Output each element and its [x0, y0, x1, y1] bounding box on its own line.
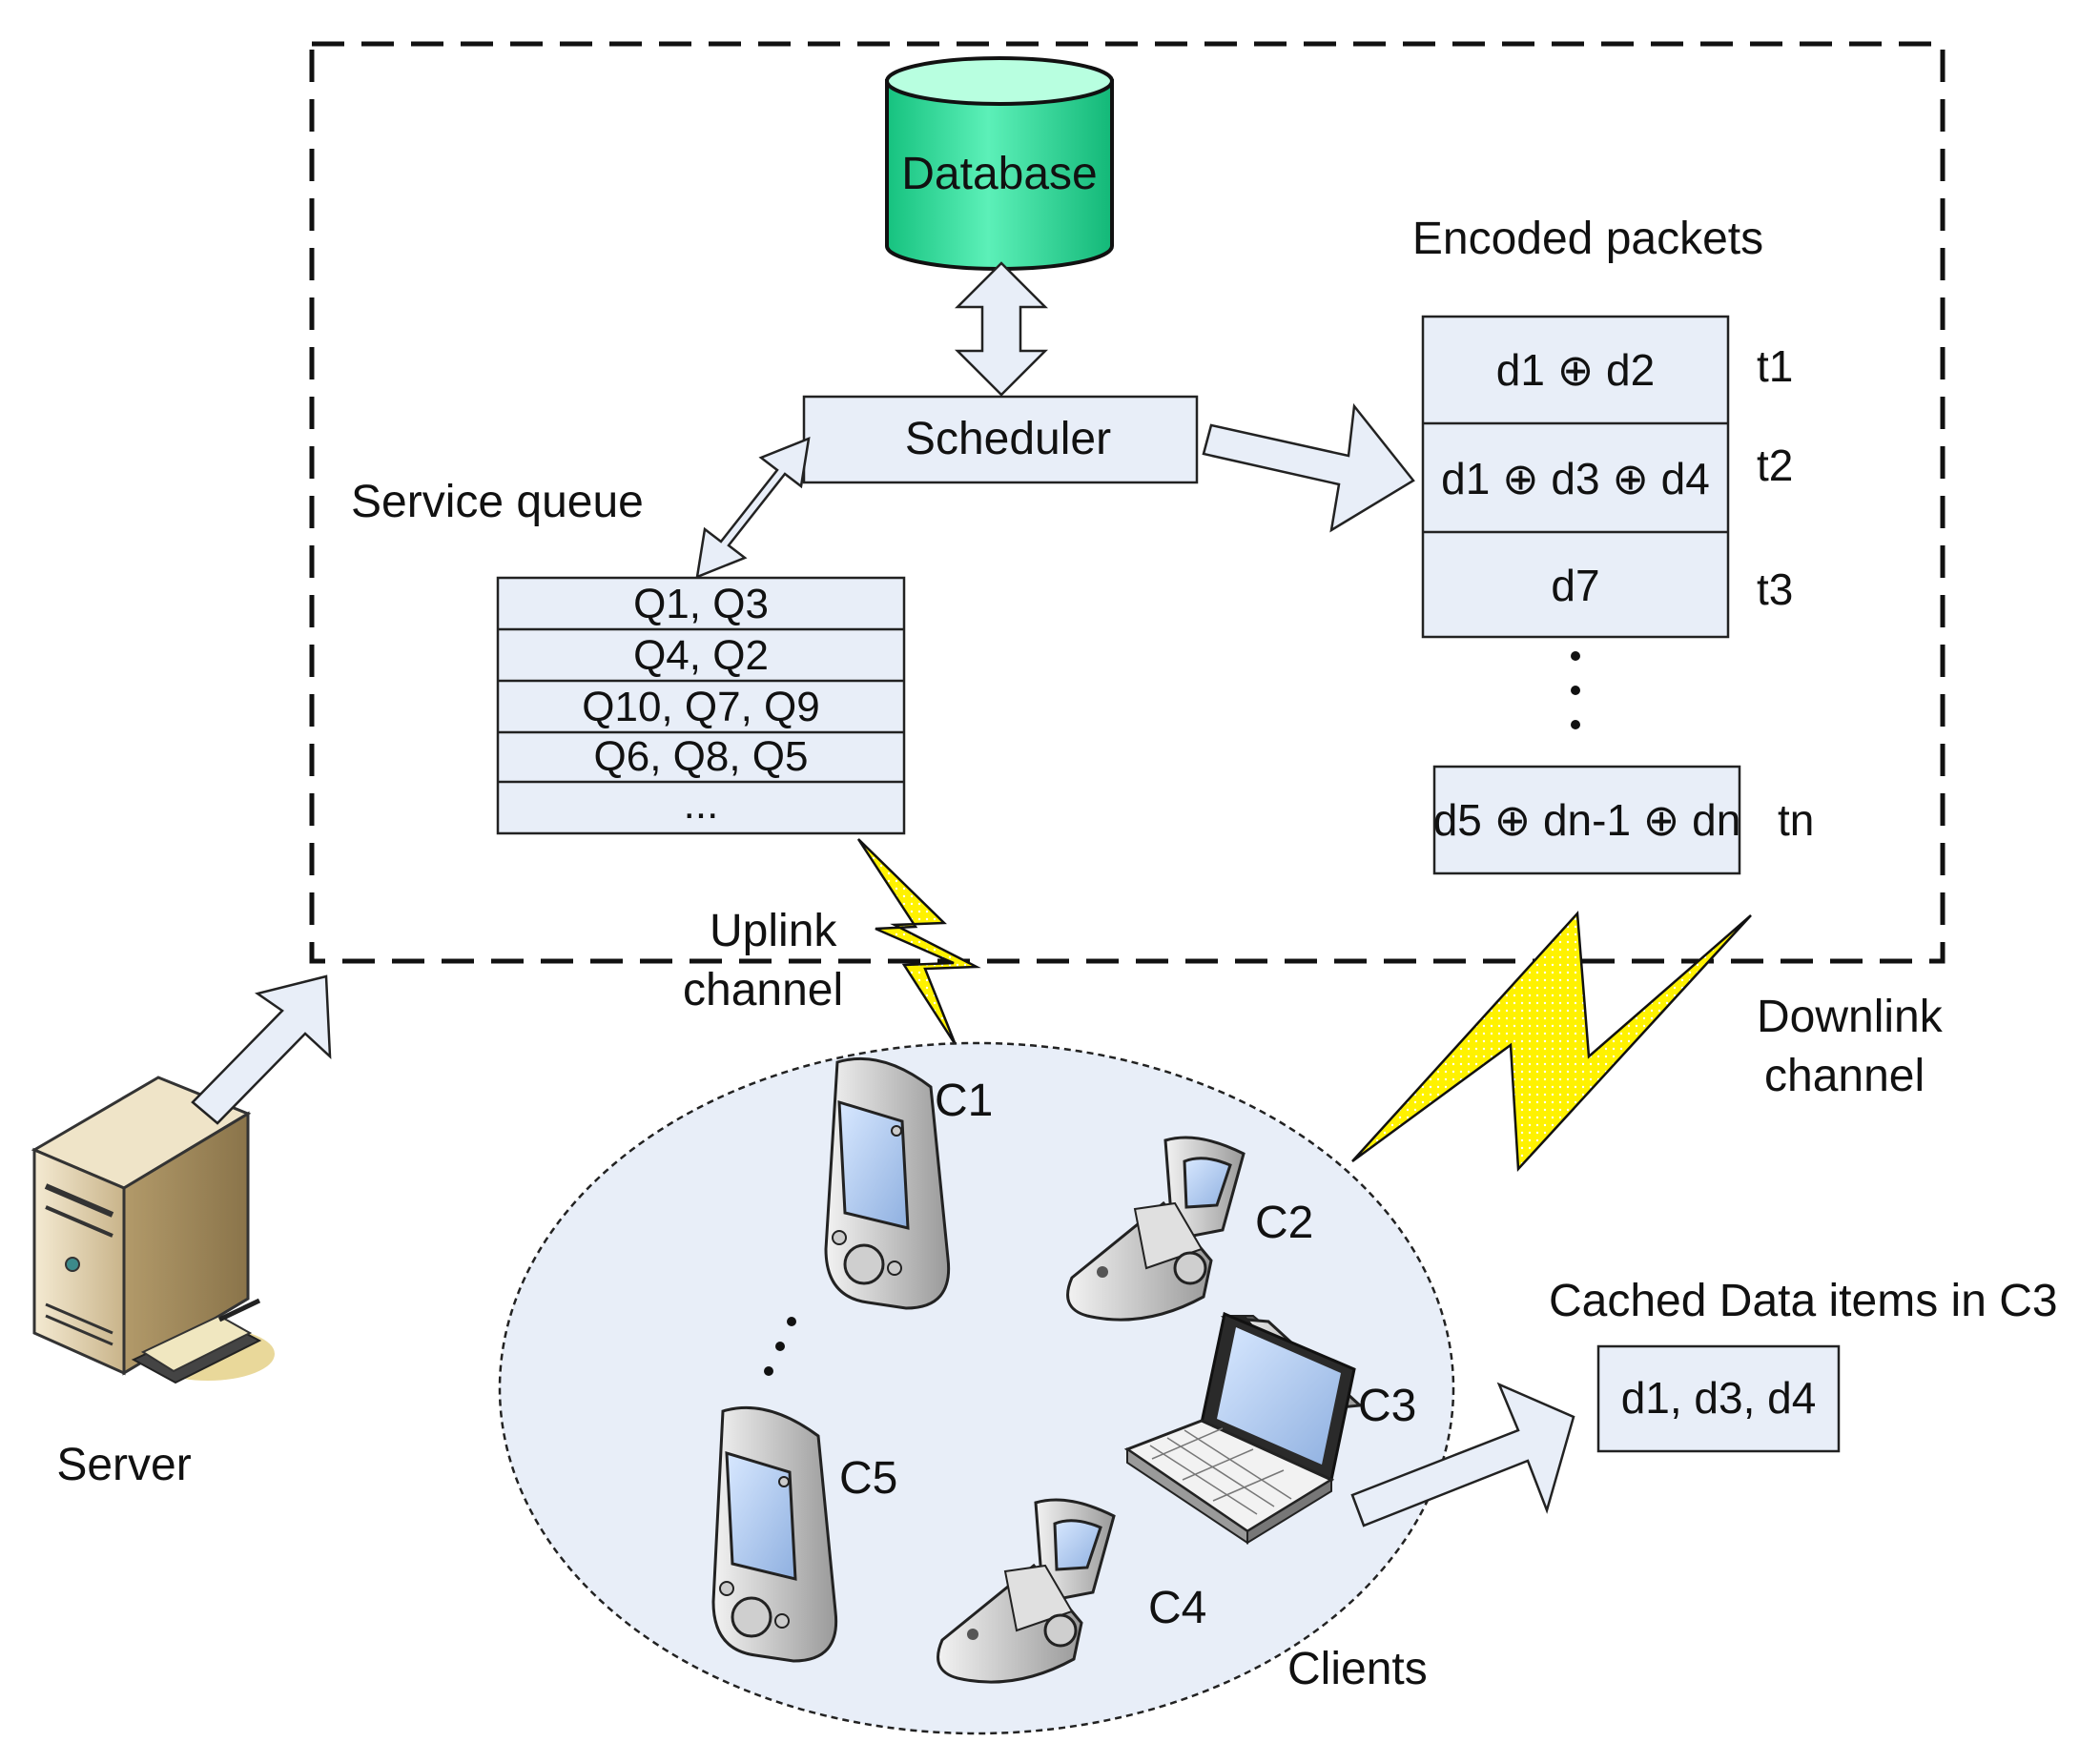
packets-ellipsis: [1571, 651, 1580, 729]
uplink-label-line1: Uplink: [710, 906, 837, 956]
queue-row-4: Q6, Q8, Q5: [594, 733, 809, 780]
server-uplink-arrow: [191, 974, 332, 1125]
uplink-lightning-icon: [856, 838, 981, 1046]
queue-row-2: Q4, Q2: [633, 632, 769, 679]
server-label: Server: [56, 1440, 191, 1490]
packet-2: d1 ⊕ d3 ⊕ d4: [1441, 454, 1710, 503]
scheduler-queue-arrow: [695, 437, 811, 579]
clients-ellipsis: [764, 1317, 796, 1376]
time-slot-3: t3: [1757, 564, 1793, 614]
client-c5-label: C5: [839, 1453, 897, 1504]
c3-cache-arrow: [1350, 1382, 1575, 1527]
cache-title: Cached Data items in C3: [1549, 1276, 2058, 1326]
uplink-label-line2: channel: [683, 965, 843, 1015]
c1-pda-icon: [824, 1056, 951, 1310]
client-c3-label: C3: [1358, 1381, 1416, 1431]
server-icon: [31, 1076, 275, 1384]
time-slot-n: tn: [1778, 795, 1814, 845]
packet-1: d1 ⊕ d2: [1496, 345, 1655, 395]
packet-3: d7: [1551, 561, 1599, 610]
service-queue-title: Service queue: [351, 477, 644, 527]
client-c4-label: C4: [1148, 1583, 1206, 1633]
encoded-packets-stack: [1421, 315, 1730, 639]
cache-box: [1596, 1344, 1841, 1453]
downlink-label-line1: Downlink: [1757, 992, 1944, 1042]
client-c2-label: C2: [1255, 1198, 1313, 1248]
queue-row-3: Q10, Q7, Q9: [582, 684, 819, 730]
packet-n: d5 ⊕ dn-1 ⊕ dn: [1433, 795, 1741, 845]
database-icon: [885, 56, 1114, 271]
packet-n-box: [1432, 765, 1741, 875]
c5-pda-icon: [711, 1405, 838, 1663]
scheduler-label: Scheduler: [905, 414, 1111, 464]
time-slot-1: t1: [1757, 341, 1793, 391]
scheduler-encoded-arrow: [1202, 402, 1415, 533]
server-boundary: [309, 41, 1946, 964]
downlink-lightning-icon: [1351, 911, 1752, 1173]
queue-row-1: Q1, Q3: [633, 581, 769, 627]
clients-label: Clients: [1287, 1644, 1428, 1694]
queue-row-5: ...: [684, 781, 719, 828]
database-label: Database: [901, 149, 1097, 199]
client-c1-label: C1: [935, 1076, 993, 1126]
c4-phone-icon: [937, 1498, 1116, 1684]
c2-phone-icon: [1066, 1136, 1246, 1322]
downlink-label-line2: channel: [1764, 1051, 1925, 1101]
scheduler-box: [802, 395, 1199, 484]
time-slot-2: t2: [1757, 441, 1793, 490]
service-queue-stack: [496, 576, 906, 835]
c3-laptop-icon: [1123, 1311, 1364, 1545]
db-scheduler-arrow: [954, 261, 1049, 397]
cache-items: d1, d3, d4: [1621, 1373, 1817, 1423]
encoded-packets-title: Encoded packets: [1412, 214, 1763, 264]
